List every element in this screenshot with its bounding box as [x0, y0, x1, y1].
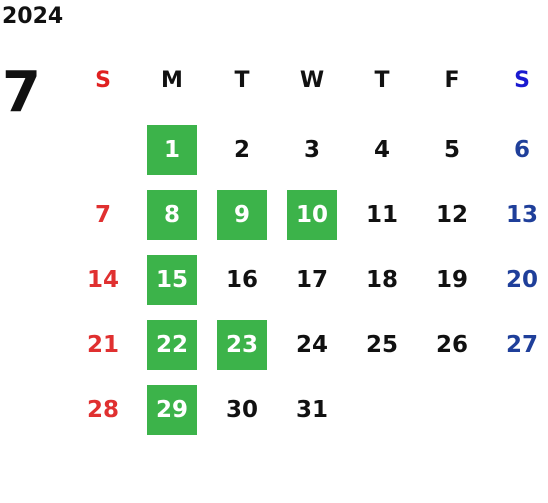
calendar-year: 2024: [2, 4, 64, 29]
calendar-day-20[interactable]: 20: [505, 267, 538, 293]
calendar-day-21[interactable]: 21: [86, 332, 119, 358]
calendar-day-27[interactable]: 27: [505, 332, 538, 358]
calendar-day-25[interactable]: 25: [365, 332, 398, 358]
weekday-header-saturday: S: [514, 68, 530, 93]
calendar-day-12[interactable]: 12: [435, 202, 468, 228]
calendar-day-18[interactable]: 18: [365, 267, 398, 293]
calendar-day-11[interactable]: 11: [365, 202, 398, 228]
calendar-day-24[interactable]: 24: [295, 332, 328, 358]
weekday-header-sunday: S: [95, 68, 111, 93]
calendar-day-8[interactable]: 8: [147, 190, 197, 240]
calendar-day-14[interactable]: 14: [86, 267, 119, 293]
calendar-month: 7: [2, 60, 41, 125]
calendar-day-28[interactable]: 28: [86, 397, 119, 423]
weekday-header-monday: M: [161, 68, 183, 93]
calendar-day-17[interactable]: 17: [295, 267, 328, 293]
calendar-day-2[interactable]: 2: [233, 137, 250, 163]
calendar-day-31[interactable]: 31: [295, 397, 328, 423]
weekday-header-wednesday: W: [299, 68, 325, 93]
calendar-day-15[interactable]: 15: [147, 255, 197, 305]
calendar-day-29[interactable]: 29: [147, 385, 197, 435]
calendar-day-7[interactable]: 7: [94, 202, 111, 228]
calendar-day-26[interactable]: 26: [435, 332, 468, 358]
weekday-header-thursday: T: [374, 68, 390, 93]
calendar-day-3[interactable]: 3: [303, 137, 320, 163]
calendar-day-6[interactable]: 6: [513, 137, 530, 163]
calendar-day-5[interactable]: 5: [443, 137, 460, 163]
calendar-day-9[interactable]: 9: [217, 190, 267, 240]
calendar-day-4[interactable]: 4: [373, 137, 390, 163]
calendar-day-10[interactable]: 10: [287, 190, 337, 240]
calendar-day-30[interactable]: 30: [225, 397, 258, 423]
calendar-day-1[interactable]: 1: [147, 125, 197, 175]
weekday-header-tuesday: T: [234, 68, 250, 93]
weekday-header-friday: F: [444, 68, 460, 93]
calendar-day-16[interactable]: 16: [225, 267, 258, 293]
calendar-day-13[interactable]: 13: [505, 202, 538, 228]
calendar-day-23[interactable]: 23: [217, 320, 267, 370]
calendar-day-22[interactable]: 22: [147, 320, 197, 370]
calendar-day-19[interactable]: 19: [435, 267, 468, 293]
